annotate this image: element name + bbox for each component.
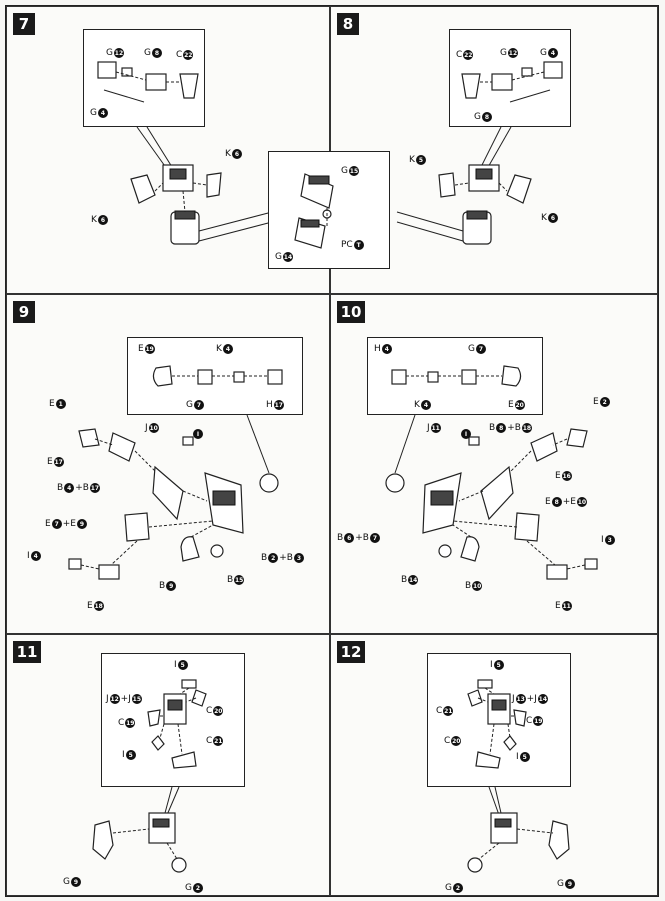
step-12-inset-parts xyxy=(467,679,527,769)
step-10-inset-parts xyxy=(391,365,522,387)
shared-inset-parts xyxy=(294,173,334,249)
step-number: 11 xyxy=(13,641,41,663)
step-7-parts xyxy=(130,126,273,245)
step-number: 12 xyxy=(337,641,365,663)
step-12-parts xyxy=(467,786,570,873)
step-11-inset-parts xyxy=(147,679,207,769)
step-8-inset-parts xyxy=(461,61,563,103)
step-number: 10 xyxy=(337,301,365,323)
step-10-parts xyxy=(385,414,598,580)
step-9-parts xyxy=(68,414,279,580)
step-8-parts xyxy=(396,126,532,245)
step-9-inset-parts xyxy=(152,365,283,387)
step-11-parts xyxy=(92,786,187,873)
step-7-inset-parts xyxy=(97,61,199,103)
step-number: 8 xyxy=(337,13,359,35)
step-number: 7 xyxy=(13,13,35,35)
step-number: 9 xyxy=(13,301,35,323)
